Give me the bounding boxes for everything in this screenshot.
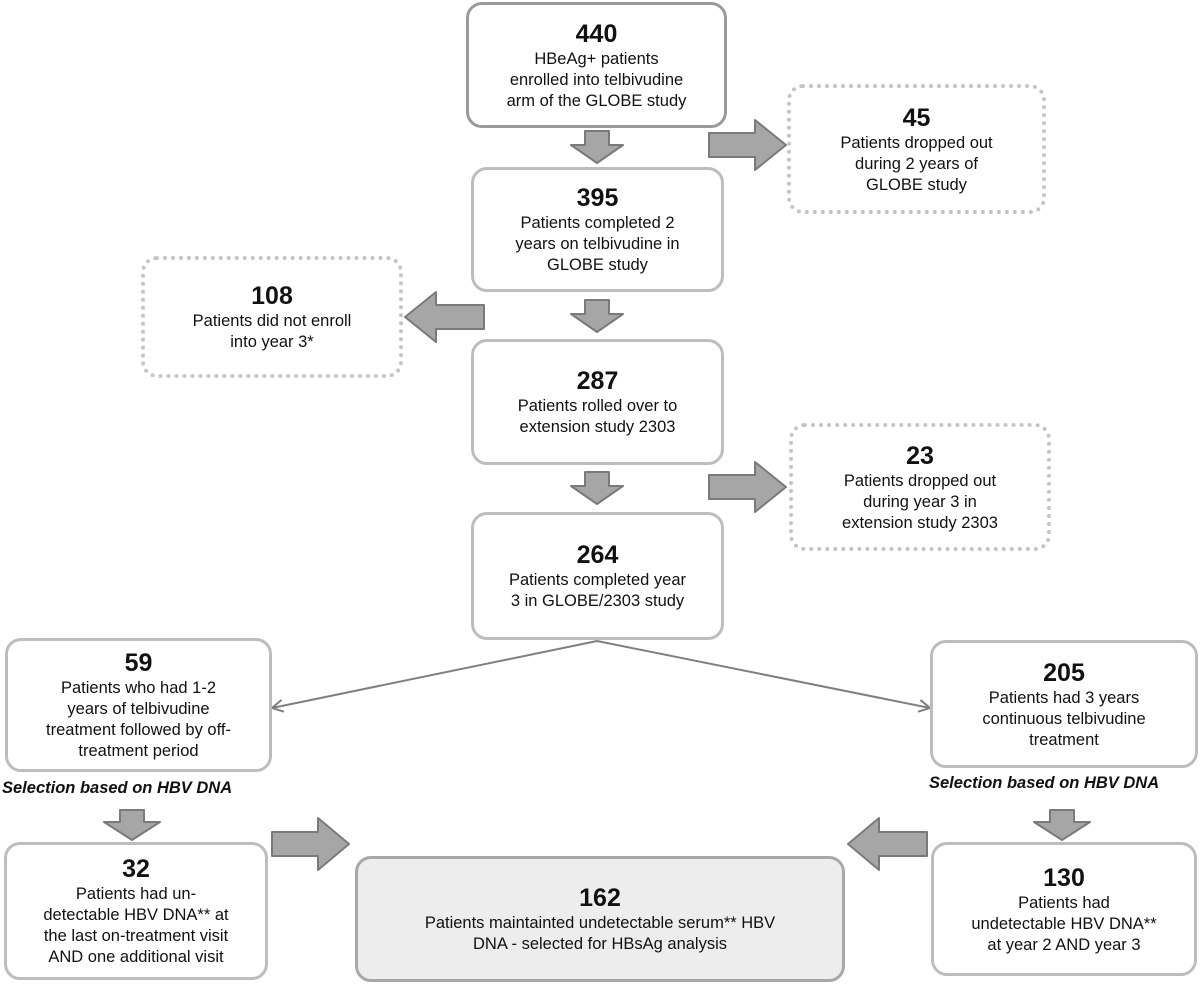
box-text: Patients completed year 3 in GLOBE/2303 …	[508, 571, 686, 610]
box-dropout-globe: 45 Patients dropped out during 2 years o…	[787, 84, 1046, 214]
box-text: Patients dropped out during 2 years of G…	[840, 133, 993, 194]
right-arrow-dropout2	[708, 461, 787, 513]
box-text: Patients rolled over to extension study …	[517, 397, 678, 436]
left-arrow-not-enrolled	[404, 291, 485, 343]
box-text: Patients had undetectable HBV DNA** at y…	[971, 893, 1157, 954]
box-number: 205	[1043, 658, 1085, 687]
box-text: Patients did not enroll into year 3*	[192, 312, 352, 351]
box-dropout-year3: 23 Patients dropped out during year 3 in…	[789, 423, 1051, 551]
right-arrow-dropout1	[708, 119, 787, 171]
box-text: Patients completed 2 years on telbivudin…	[515, 214, 680, 274]
down-arrow-1	[570, 130, 624, 164]
selection-label-right: Selection based on HBV DNA	[929, 774, 1160, 792]
box-enrolled: 440 HBeAg+ patients enrolled into telbiv…	[466, 2, 727, 128]
box-number: 162	[579, 884, 621, 912]
down-arrow-4	[103, 809, 161, 841]
box-not-enrolled: 108 Patients did not enroll into year 3*	[141, 256, 403, 378]
box-number: 45	[902, 103, 931, 132]
left-arrow-final	[847, 817, 928, 871]
box-number: 23	[906, 441, 934, 470]
box-undetectable-left: 32 Patients had un- detectable HBV DNA**…	[4, 842, 268, 980]
box-number: 395	[576, 184, 619, 212]
down-arrow-2	[570, 299, 624, 333]
down-arrow-5	[1033, 809, 1091, 841]
box-final-selection: 162 Patients maintainted undetectable se…	[355, 856, 845, 982]
box-completed-2-years: 395 Patients completed 2 years on telbiv…	[471, 167, 724, 292]
box-number: 130	[1043, 863, 1085, 892]
box-text: Patients who had 1-2 years of telbivudin…	[46, 679, 231, 760]
down-arrow-3	[570, 471, 624, 505]
right-arrow-final	[271, 817, 350, 871]
box-off-treatment: 59 Patients who had 1-2 years of telbivu…	[5, 638, 272, 772]
box-number: 440	[575, 19, 618, 48]
split-line-right	[596, 640, 930, 708]
box-continuous-treatment: 205 Patients had 3 years continuous telb…	[930, 640, 1198, 768]
box-text: HBeAg+ patients enrolled into telbivudin…	[506, 49, 687, 110]
box-text: Patients had un- detectable HBV DNA** at…	[43, 885, 229, 966]
box-undetectable-right: 130 Patients had undetectable HBV DNA** …	[931, 842, 1197, 976]
box-number: 287	[576, 367, 619, 395]
box-number: 108	[251, 282, 293, 310]
split-line-left	[272, 640, 598, 708]
box-rolled-over: 287 Patients rolled over to extension st…	[471, 339, 724, 465]
box-number: 32	[122, 855, 150, 883]
box-number: 59	[124, 649, 153, 677]
box-completed-year3: 264 Patients completed year 3 in GLOBE/2…	[471, 512, 724, 640]
box-text: Patients maintainted undetectable serum*…	[424, 914, 776, 953]
selection-label-left: Selection based on HBV DNA	[2, 779, 233, 797]
box-number: 264	[576, 541, 619, 569]
box-text: Patients had 3 years continuous telbivud…	[982, 688, 1146, 749]
box-text: Patients dropped out during year 3 in ex…	[842, 471, 998, 532]
